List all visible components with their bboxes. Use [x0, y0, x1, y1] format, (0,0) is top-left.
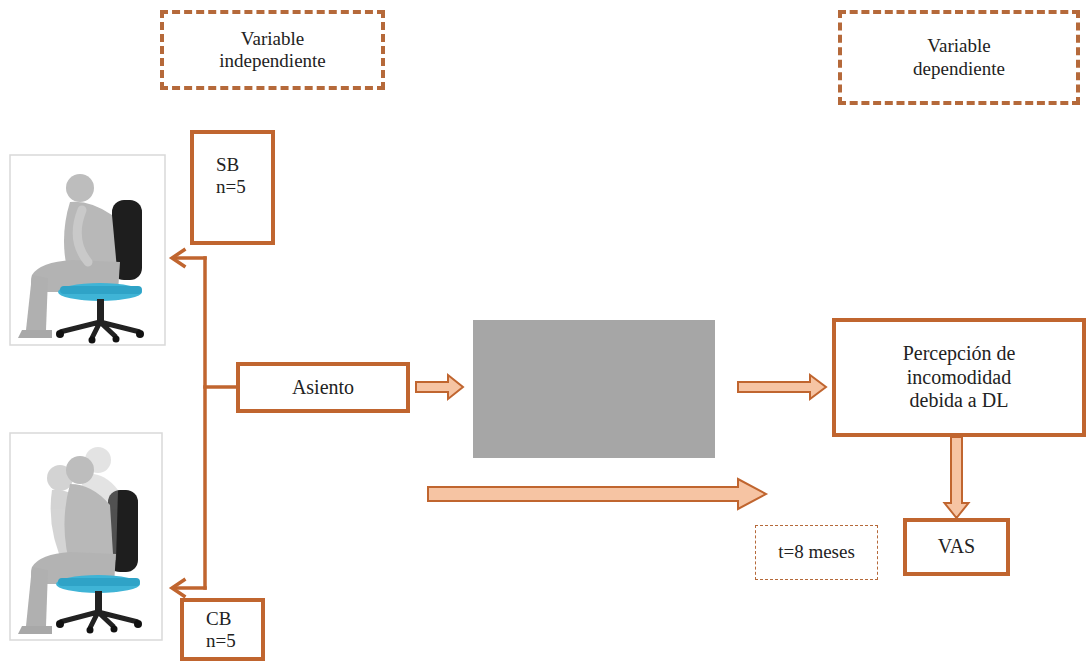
group-box: SB n=5: [190, 130, 275, 245]
node-text: Variable dependiente: [894, 35, 1024, 80]
chair-illustration-upright: [10, 155, 165, 345]
grey-block: [473, 320, 715, 458]
node-text: CB n=5: [206, 608, 247, 653]
chair-illustration-moving: [10, 433, 162, 640]
group-box: CB n=5: [180, 598, 265, 661]
variable-label-box: Variable independiente: [160, 10, 385, 90]
measure-box: VAS: [903, 518, 1010, 576]
node-text: Variable independiente: [208, 28, 337, 73]
node-text: t=8 meses: [764, 541, 869, 563]
variable-label-box: Variable dependiente: [838, 10, 1080, 105]
block-arrows: [416, 375, 826, 509]
node-text: SB n=5: [216, 154, 257, 199]
block-arrow: [945, 437, 969, 518]
time-box: t=8 meses: [755, 525, 878, 580]
outcome-box: Percepción de incomodidad debida a DL: [832, 318, 1086, 437]
node-text: VAS: [915, 535, 998, 559]
branch-bracket: [172, 250, 236, 596]
node-text: Percepción de incomodidad debida a DL: [886, 342, 1032, 413]
node-text: Asiento: [250, 376, 396, 400]
factor-box: Asiento: [236, 362, 410, 413]
